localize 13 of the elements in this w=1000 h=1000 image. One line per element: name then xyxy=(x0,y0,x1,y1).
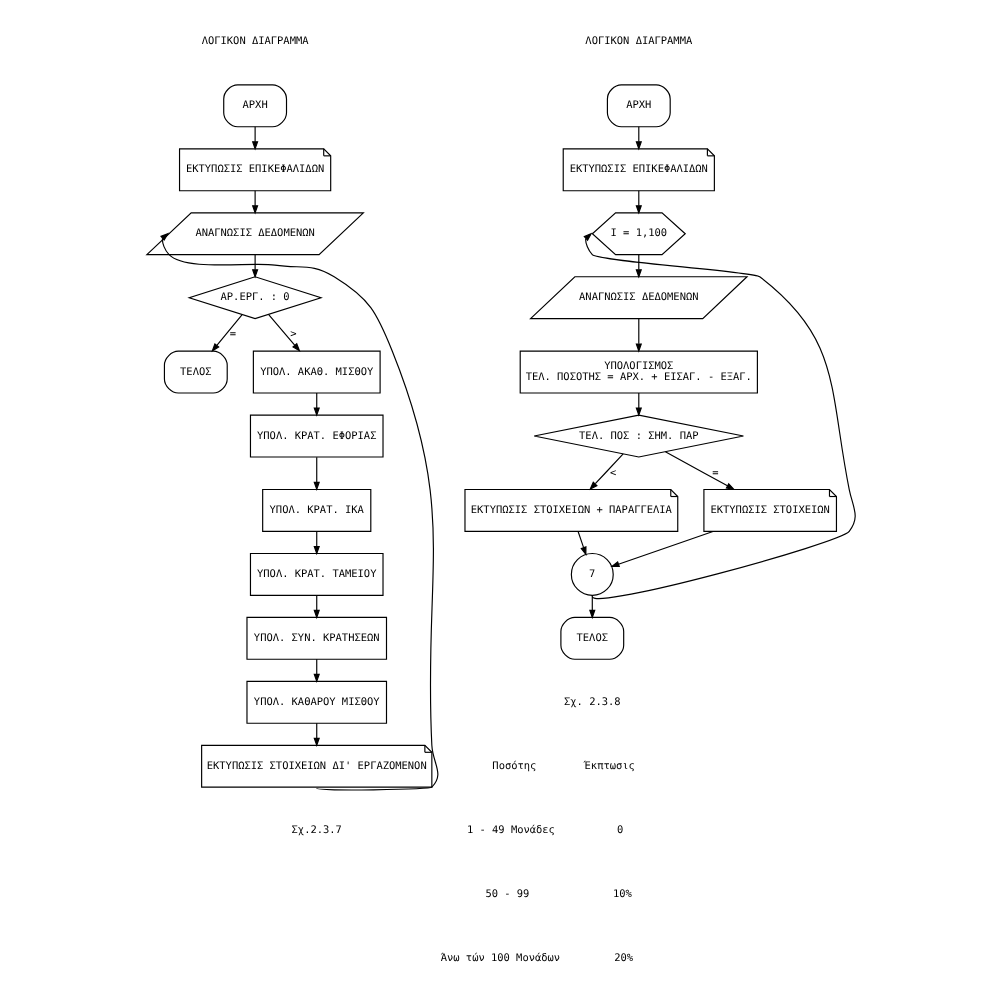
arrow xyxy=(609,530,713,568)
arrow xyxy=(250,190,258,215)
arrow xyxy=(210,314,242,353)
arrow xyxy=(266,313,300,352)
arrow xyxy=(250,126,258,151)
arrow xyxy=(663,451,735,491)
arrow xyxy=(576,530,586,556)
arrow xyxy=(250,254,258,279)
arrow xyxy=(634,318,642,353)
arrow xyxy=(159,232,438,791)
arrow xyxy=(582,232,855,600)
arrow xyxy=(312,456,319,492)
arrow xyxy=(588,453,623,491)
